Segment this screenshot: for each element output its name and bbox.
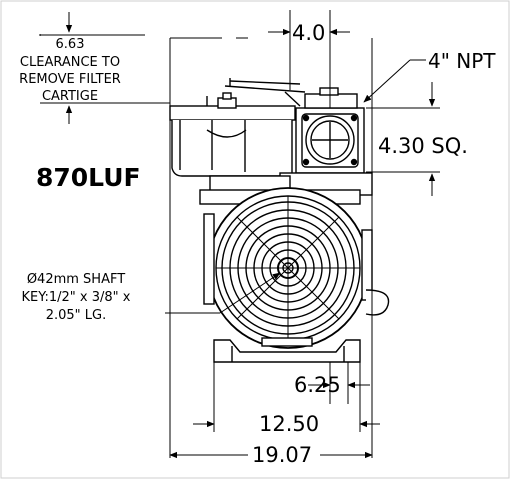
clearance-line-3: CARTIGE bbox=[42, 89, 98, 104]
shaft-label-2: KEY:1/2" x 3/8" x bbox=[22, 290, 131, 305]
filter-housing bbox=[171, 120, 293, 177]
dimension-12-50: 12.50 bbox=[259, 412, 319, 436]
npt-label: 4" NPT bbox=[428, 49, 496, 73]
port-offset-dimension: 4.0 bbox=[292, 21, 325, 45]
clearance-line-2: REMOVE FILTER bbox=[19, 72, 121, 87]
model-number: 870LUF bbox=[36, 163, 141, 192]
clearance-value: 6.63 bbox=[56, 37, 85, 52]
motor-base bbox=[213, 339, 361, 363]
port-square-dimension: 4.30 SQ. bbox=[378, 134, 468, 158]
dimension-6-25: 6.25 bbox=[294, 373, 341, 397]
dimension-19-07: 19.07 bbox=[252, 443, 312, 467]
shaft-label-1: Ø42mm SHAFT bbox=[27, 272, 125, 287]
pump-illustration bbox=[169, 78, 390, 363]
clearance-line-1: CLEARANCE TO bbox=[20, 55, 120, 70]
shaft-label-3: 2.05" LG. bbox=[46, 308, 107, 323]
